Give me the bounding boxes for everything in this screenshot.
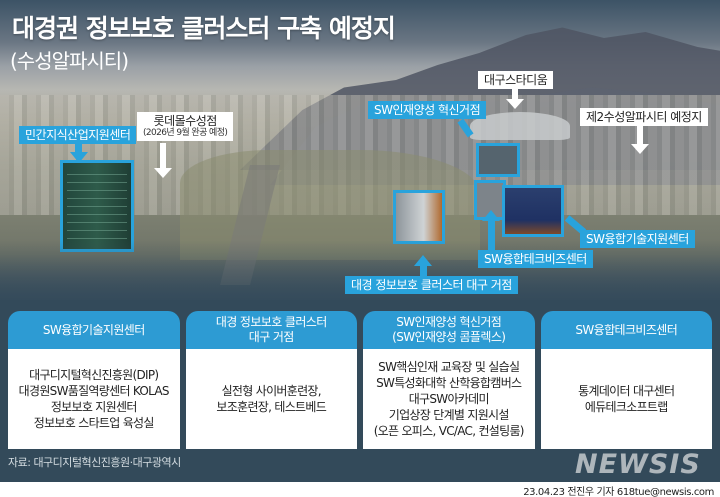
card-sw-tech-support: SW융합기술지원센터 대구디지털혁신진흥원(DIP) 대경원SW품질역량센터 K… <box>8 311 180 449</box>
card-line: (오픈 오피스, VC/AC, 컨설팅룸) <box>373 424 525 439</box>
page-subtitle: (수성알파시티) <box>10 49 129 73</box>
card-body: SW핵심인재 교육장 및 실습실 SW특성화대학 산학융합캠버스 대구SW아카데… <box>363 349 535 449</box>
arrow-stem <box>512 88 518 100</box>
card-line: 대구디지털혁신진흥원(DIP) <box>29 367 159 382</box>
card-cluster-daegu: 대경 정보보호 클러스터 대구 거점 실전형 사이버훈련장, 보조훈련장, 테스… <box>185 311 357 449</box>
arrow-down-icon <box>154 168 172 178</box>
page-title: 대경권 정보보호 클러스터 구축 예정지 <box>12 14 396 43</box>
card-header: 대경 정보보호 클러스터 대구 거점 <box>185 311 357 349</box>
card-title: SW융합기술지원센터 <box>42 322 145 337</box>
label-stadium: 대구스타디움 <box>478 71 554 90</box>
card-title: 대구 거점 <box>248 330 295 344</box>
byline-credit: 23.04.23 전진우 기자 618tue@newsis.com <box>523 487 714 497</box>
card-title: SW융합테크비즈센터 <box>575 322 678 337</box>
building-cluster-daegu <box>393 190 445 244</box>
label-sw-talent: SW인재양성 혁신거점 <box>368 101 487 120</box>
card-line: 정보보호 스타트업 육성실 <box>33 416 155 431</box>
label-lotte-sub: (2026년 9월 완공 예정) <box>143 128 228 139</box>
card-line: 대경원SW품질역량센터 KOLAS <box>18 383 170 398</box>
card-body: 통계데이터 대구센터 에듀테크소프트랩 <box>540 349 712 449</box>
arrow-down-icon <box>70 152 88 163</box>
source-note: 자료: 대구디지털혁신진흥원·대구광역시 <box>8 456 181 469</box>
card-header: SW융합테크비즈센터 <box>540 311 712 349</box>
facility-cards: SW융합기술지원센터 대구디지털혁신진흥원(DIP) 대경원SW품질역량센터 K… <box>8 311 712 449</box>
card-title: SW인재양성 혁신거점 <box>396 315 502 329</box>
building-minkan <box>60 160 134 252</box>
arrow-down-icon <box>506 99 524 109</box>
card-sw-techbiz: SW융합테크비즈센터 통계데이터 대구센터 에듀테크소프트랩 <box>540 311 712 449</box>
building-sw-techbiz <box>502 185 564 237</box>
arrow-stem <box>160 143 166 169</box>
label-minkan: 민간지식산업지원센터 <box>19 126 137 145</box>
card-body: 실전형 사이버훈련장, 보조훈련장, 테스트베드 <box>185 349 357 449</box>
arrow-up-icon <box>414 255 432 266</box>
card-line: 기업상장 단계별 지원시설 <box>388 408 510 423</box>
arrow-up-icon <box>482 210 500 221</box>
card-body: 대구디지털혁신진흥원(DIP) 대경원SW품질역량센터 KOLAS 정보보호 지… <box>8 349 180 449</box>
building-sw-talent <box>476 143 520 177</box>
card-sw-talent: SW인재양성 혁신거점 (SW인재양성 콤플렉스) SW핵심인재 교육장 및 실… <box>363 311 535 449</box>
arrow-stem <box>564 215 587 235</box>
card-line: SW핵심인재 교육장 및 실습실 <box>378 359 520 374</box>
arrow-stem <box>75 144 82 154</box>
card-line: 정보보호 지원센터 <box>50 400 138 414</box>
label-sw-techbiz: SW융합테크비즈센터 <box>478 250 593 269</box>
card-line: SW특성화대학 산학융합캠버스 <box>376 375 522 390</box>
arrow-stem <box>488 220 495 250</box>
card-header: SW융합기술지원센터 <box>8 311 180 349</box>
arrow-down-icon <box>631 144 649 154</box>
card-line: 통계데이터 대구센터 <box>578 383 675 398</box>
arrow-stem <box>637 125 643 145</box>
card-header: SW인재양성 혁신거점 (SW인재양성 콤플렉스) <box>363 311 535 349</box>
infographic-frame: 대경권 정보보호 클러스터 구축 예정지 (수성알파시티) 민간지식산업지원센터… <box>0 0 720 482</box>
card-title: (SW인재양성 콤플렉스) <box>392 330 506 344</box>
label-cluster-daegu: 대경 정보보호 클러스터 대구 거점 <box>345 276 518 295</box>
label-lotte: 롯데몰수성점 (2026년 9월 완공 예정) <box>137 112 234 142</box>
card-line: 보조훈련장, 테스트베드 <box>216 400 327 414</box>
card-title: 대경 정보보호 클러스터 <box>215 315 327 329</box>
stadium-shape <box>470 112 570 140</box>
card-line: 에듀테크소프트랩 <box>584 400 668 414</box>
label-second-alpha: 제2수성알파시티 예정지 <box>580 108 708 127</box>
card-line: 대구SW아카데미 <box>408 391 490 406</box>
newsis-logo: NEWSIS <box>575 449 701 480</box>
arrow-stem <box>420 265 427 277</box>
card-line: 실전형 사이버훈련장, <box>221 383 322 398</box>
aerial-photo: 대경권 정보보호 클러스터 구축 예정지 (수성알파시티) 민간지식산업지원센터… <box>0 0 720 300</box>
label-sw-tech-support: SW융합기술지원센터 <box>580 230 695 249</box>
label-lotte-title: 롯데몰수성점 <box>153 114 218 128</box>
